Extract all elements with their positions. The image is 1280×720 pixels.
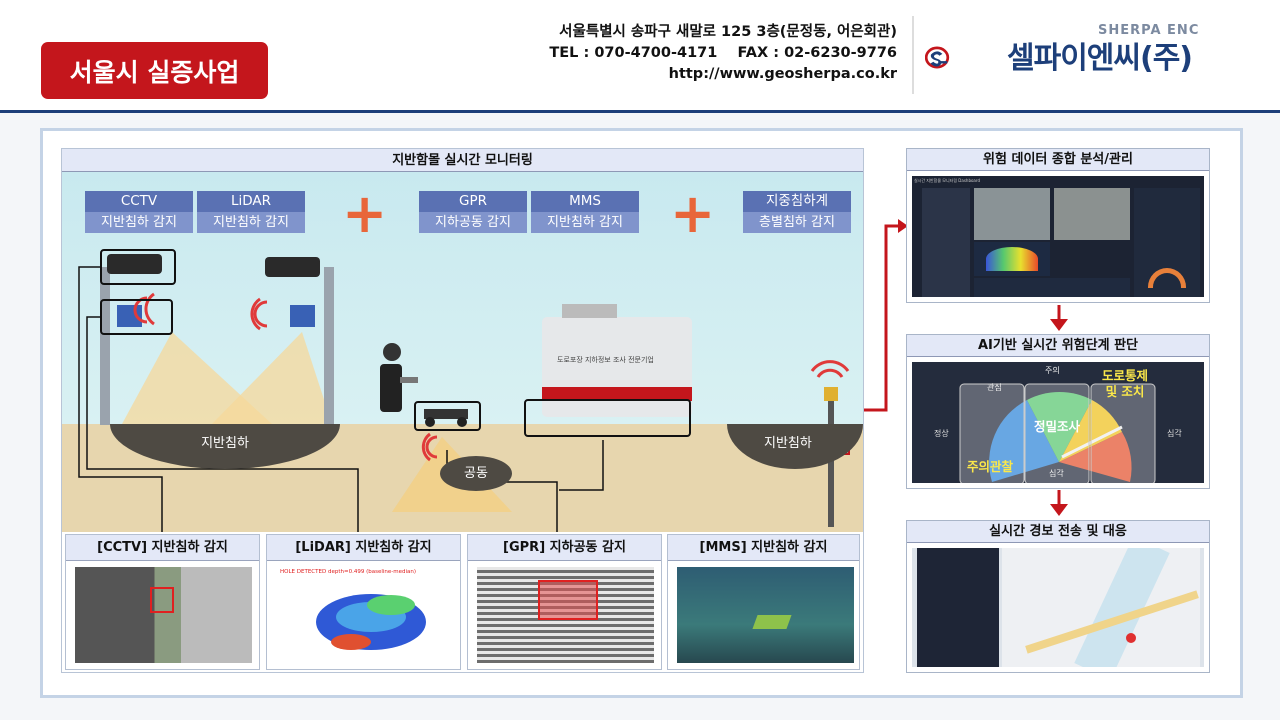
box-road-control-line2: 및 조치 (1105, 384, 1145, 399)
tag-mms: MMS 지반침하 감지 (531, 191, 639, 233)
box-road-control: 도로통제 및 조치 (1097, 368, 1153, 400)
logo-korean: 셀파이엔씨(주) (1007, 41, 1193, 76)
company-logo-icon (925, 46, 950, 69)
tag-cctv-name: CCTV (85, 191, 193, 212)
tag-gpr: GPR 지하공동 감지 (419, 191, 527, 233)
thumb-lidar-title: [LiDAR] 지반침하 감지 (267, 535, 460, 561)
analysis-title: 위험 데이터 종합 분석/관리 (907, 149, 1209, 171)
tag-cctv: CCTV 지반침하 감지 (85, 191, 193, 233)
alert-panel: 실시간 경보 전송 및 대응 (906, 520, 1210, 673)
tag-mms-desc: 지반침하 감지 (531, 212, 639, 233)
right-pole (324, 267, 334, 425)
tag-settlement-gauge: 지중침하계 층별침하 감지 (743, 191, 851, 233)
tag-lidar-desc: 지반침하 감지 (197, 212, 305, 233)
plus-icon: + (342, 182, 388, 245)
monitoring-title: 지반함몰 실시간 모니터링 (62, 149, 863, 172)
gpr-radargram-image (477, 567, 654, 663)
cctv-camera-icon (265, 257, 320, 277)
dashboard-image: 실시간 지반함몰 모니터링 Dashboard (912, 176, 1204, 297)
phone-fax: TEL : 070-4700-4171 FAX : 02-6230-9776 (549, 45, 897, 61)
thumb-lidar: [LiDAR] 지반침하 감지 HOLE DETECTED depth=0.49… (266, 534, 461, 670)
tag-gpr-desc: 지하공동 감지 (419, 212, 527, 233)
level-bottom: 심각 (1049, 469, 1064, 478)
lidar-pointcloud-image: HOLE DETECTED depth=0.499 (baseline-medi… (276, 567, 453, 663)
plus-icon: + (670, 182, 716, 245)
alert-title: 실시간 경보 전송 및 대응 (907, 521, 1209, 543)
page-title: 서울시 실증사업 (41, 42, 268, 99)
box-observe: 주의관찰 (967, 459, 1014, 474)
cavity: 공동 (440, 456, 512, 491)
box-road-control-line1: 도로통제 (1101, 368, 1148, 383)
sensor-thumbnails: [CCTV] 지반침하 감지 [LiDAR] 지반침하 감지 HOLE DETE… (62, 534, 863, 672)
tag-lidar: LiDAR 지반침하 감지 (197, 191, 305, 233)
subsidence-right-label: 지반침하 (764, 436, 812, 451)
level-caution: 주의 (1045, 366, 1060, 375)
thumb-cctv-title: [CCTV] 지반침하 감지 (66, 535, 259, 561)
header-divider (912, 16, 914, 94)
risk-gauge: 정상 관심 주의 심각 주의관찰 정밀조사 도로통제 및 조치 심각 (912, 362, 1204, 483)
alert-map-image (912, 548, 1204, 667)
website-link[interactable]: http://www.geosherpa.co.kr (668, 66, 897, 82)
risk-title: AI기반 실시간 위험단계 판단 (907, 335, 1209, 357)
gpr-rover-icon (424, 409, 468, 419)
thumb-gpr: [GPR] 지하공동 감지 (467, 534, 662, 670)
wifi-icon (816, 368, 844, 378)
red-connector-arrow (864, 219, 908, 412)
tag-gauge-name: 지중침하계 (743, 191, 851, 212)
down-arrow-icon (1050, 305, 1068, 331)
dashboard-title: 실시간 지반함몰 모니터링 Dashboard (914, 178, 980, 183)
cctv-camera-icon (107, 254, 162, 274)
mms-vehicle-icon (542, 317, 692, 417)
thumb-mms: [MMS] 지반침하 감지 (667, 534, 860, 670)
lidar-beam (212, 332, 332, 424)
monitoring-scene: CCTV 지반침하 감지 LiDAR 지반침하 감지 + GPR 지하공동 감지… (62, 172, 863, 532)
thumb-gpr-title: [GPR] 지하공동 감지 (468, 535, 661, 561)
cctv-image (75, 567, 252, 663)
analysis-panel: 위험 데이터 종합 분석/관리 실시간 지반함몰 모니터링 Dashboard (906, 148, 1210, 303)
header: 서울시 실증사업 서울특별시 송파구 새말로 125 3층(문정동, 어은회관)… (0, 0, 1280, 112)
contact-info: 서울특별시 송파구 새말로 125 3층(문정동, 어은회관) TEL : 07… (520, 22, 897, 85)
tag-mms-name: MMS (531, 191, 639, 212)
risk-judgement-panel: AI기반 실시간 위험단계 판단 정상 관심 주의 심각 주의관찰 정밀조사 도… (906, 334, 1210, 489)
level-interest: 관심 (987, 383, 1002, 392)
mms-scan-image (677, 567, 854, 663)
thumb-mms-title: [MMS] 지반침하 감지 (668, 535, 859, 561)
tag-gpr-name: GPR (419, 191, 527, 212)
truck-text: 도로포장 지하정보 조사 전문기업 (557, 355, 654, 364)
tag-cctv-desc: 지반침하 감지 (85, 212, 193, 233)
down-arrow-icon (1050, 490, 1068, 516)
lidar-overlay-text: HOLE DETECTED depth=0.499 (baseline-medi… (280, 569, 416, 575)
box-inspect: 정밀조사 (1034, 419, 1081, 434)
left-pole (100, 267, 110, 425)
gauge-head (824, 387, 838, 401)
monitoring-panel: 지반함몰 실시간 모니터링 CCTV 지반침하 감지 LiDAR 지반침하 감지… (61, 148, 864, 673)
operator-icon (383, 343, 401, 361)
tag-gauge-desc: 층별침하 감지 (743, 212, 851, 233)
lidar-sensor-icon (290, 305, 315, 327)
logo-english: SHERPA ENC (1098, 23, 1200, 38)
scene-illustration: 도로포장 지하정보 조사 전문기업 (78, 249, 850, 532)
level-normal: 정상 (934, 429, 949, 438)
address: 서울특별시 송파구 새말로 125 3층(문정동, 어은회관) (559, 24, 897, 40)
tag-lidar-name: LiDAR (197, 191, 305, 212)
header-underline (0, 110, 1280, 113)
level-severe: 심각 (1167, 429, 1182, 438)
thumb-cctv: [CCTV] 지반침하 감지 (65, 534, 260, 670)
